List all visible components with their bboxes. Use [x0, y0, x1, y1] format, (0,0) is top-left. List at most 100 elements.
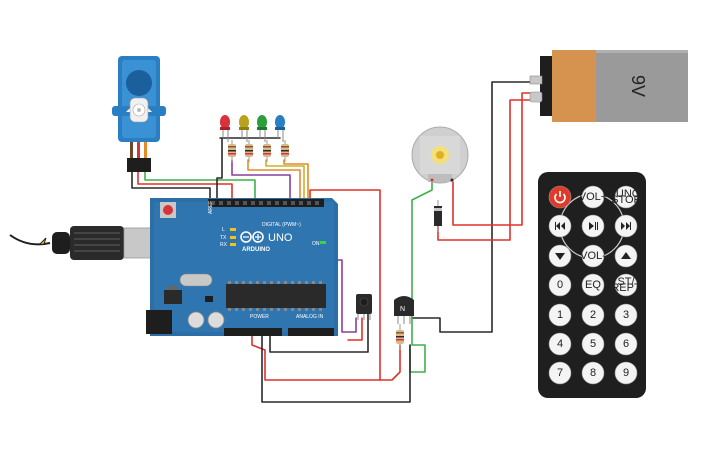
skip-back-icon [555, 222, 565, 230]
remote-button-seven[interactable]: 7 [548, 361, 572, 385]
wire-red-5v[interactable] [251, 189, 381, 381]
led-array [220, 115, 289, 162]
remote-button-label: 6 [623, 338, 629, 350]
transistor-icon[interactable]: N [394, 296, 414, 324]
remote-button-label: 8 [590, 367, 596, 379]
wire-battery-return[interactable] [437, 99, 549, 241]
skip-forward-icon [621, 222, 631, 230]
voltage-regulator [164, 290, 182, 304]
wire-black-gnd[interactable] [261, 331, 411, 403]
dc-motor-icon[interactable] [411, 126, 469, 184]
remote-button-label: 5 [590, 338, 596, 350]
analog-header [288, 328, 334, 336]
remote-button-eq[interactable]: EQ [581, 273, 605, 297]
wire-led3[interactable] [265, 159, 305, 201]
resistor-transistor[interactable] [396, 324, 404, 350]
remote-button-five[interactable]: 5 [581, 332, 605, 356]
triangle-up-icon [621, 252, 631, 259]
remote-button-label: FUNC/STOP [609, 188, 644, 206]
remote-button-label: 4 [557, 338, 563, 350]
arduino-logo-icon [240, 231, 264, 243]
wire-led1[interactable] [231, 159, 291, 201]
capacitor-2 [207, 311, 225, 329]
remote-button-label: EQ [585, 279, 601, 291]
arduino-uno-board[interactable]: AREF DIGITAL (PWM~) L TX RX ARDUINO UNO … [146, 198, 338, 336]
remote-button-up[interactable] [614, 244, 638, 268]
on-label: ON [312, 241, 320, 247]
wire-red-ir[interactable] [347, 317, 363, 341]
remote-button-six[interactable]: 6 [614, 332, 638, 356]
wire-led2[interactable] [247, 159, 301, 201]
led-red[interactable] [220, 115, 230, 142]
remote-button-prev[interactable] [548, 214, 572, 238]
diode-icon[interactable] [434, 200, 442, 232]
resistor-led4[interactable] [281, 140, 289, 162]
capacitor-1 [187, 311, 205, 329]
board-tx-label: TX [220, 235, 227, 241]
remote-button-down[interactable] [548, 244, 572, 268]
crystal [179, 273, 213, 287]
wire-servo-black[interactable] [131, 169, 211, 201]
transistor-label: N [400, 306, 405, 313]
arduino-model: UNO [268, 232, 293, 244]
led-yellow[interactable] [239, 115, 249, 142]
resistor-led1[interactable] [228, 140, 236, 162]
servo-motor-icon[interactable] [112, 56, 166, 172]
remote-button-label: ST/REPT [611, 276, 641, 294]
atmega-chip [226, 281, 326, 311]
digital-header [208, 199, 324, 207]
remote-button-zero[interactable]: 0 [548, 273, 572, 297]
digital-pins[interactable] [211, 201, 319, 205]
remote-button-vol-down[interactable]: VOL- [580, 244, 606, 268]
wire-battery-positive[interactable] [411, 81, 549, 333]
remote-button-label: 2 [590, 309, 596, 321]
remote-button-play-pause[interactable] [581, 214, 605, 238]
power-icon [554, 191, 566, 204]
remote-button-func-stop[interactable]: FUNC/STOP [609, 185, 644, 209]
battery-9v-icon[interactable]: 9V [529, 50, 688, 122]
resistor-led3[interactable] [263, 140, 271, 162]
usb-cable-icon[interactable] [9, 226, 169, 260]
led-blue[interactable] [275, 115, 285, 142]
ir-remote: VOL+FUNC/STOP VOL- 0 EQ ST/REPT 1 2 3 4 5 6 7 8 9 [538, 172, 646, 398]
wire-led4[interactable] [283, 159, 309, 201]
remote-button-label: 0 [557, 279, 563, 291]
wire-led-ground[interactable] [216, 137, 223, 201]
digital-label: DIGITAL (PWM~) [262, 222, 301, 228]
remote-button-eight[interactable]: 8 [581, 361, 605, 385]
resistor-led2[interactable] [245, 140, 253, 162]
wire-servo-red[interactable] [137, 169, 233, 201]
power-header [224, 328, 282, 336]
remote-button-label: VOL+ [579, 191, 607, 203]
remote-button-one[interactable]: 1 [548, 303, 572, 327]
remote-button-four[interactable]: 4 [548, 332, 572, 356]
aref-label: AREF [208, 201, 214, 214]
remote-button-label: 9 [623, 367, 629, 379]
wire-red-transistor[interactable] [379, 344, 401, 381]
remote-button-next[interactable] [614, 214, 638, 238]
wires [131, 81, 549, 403]
battery-label: 9V [628, 75, 648, 97]
ir-receiver-icon[interactable] [356, 294, 372, 320]
wire-black-ir-gnd[interactable] [269, 311, 369, 353]
triangle-down-icon [555, 253, 565, 260]
wire-motor-transistor[interactable] [409, 181, 433, 373]
board-rx-label: RX [220, 242, 228, 248]
remote-button-power[interactable] [548, 185, 572, 209]
remote-button-nine[interactable]: 9 [614, 361, 638, 385]
remote-button-label: 1 [557, 309, 563, 321]
remote-button-st-rept[interactable]: ST/REPT [611, 273, 641, 297]
remote-button-two[interactable]: 2 [581, 303, 605, 327]
power-jack[interactable] [146, 310, 172, 334]
remote-button-label: 3 [623, 309, 629, 321]
reset-button[interactable] [160, 202, 176, 218]
wire-servo-green[interactable] [144, 169, 256, 201]
remote-button-label: 7 [557, 367, 563, 379]
board-l-label: L [222, 227, 225, 233]
remote-button-three[interactable]: 3 [614, 303, 638, 327]
arduino-logo-text: ARDUINO [242, 247, 270, 253]
led-green[interactable] [257, 115, 267, 142]
remote-button-vol-up[interactable]: VOL+ [579, 185, 607, 209]
battery-terminals [529, 75, 543, 103]
